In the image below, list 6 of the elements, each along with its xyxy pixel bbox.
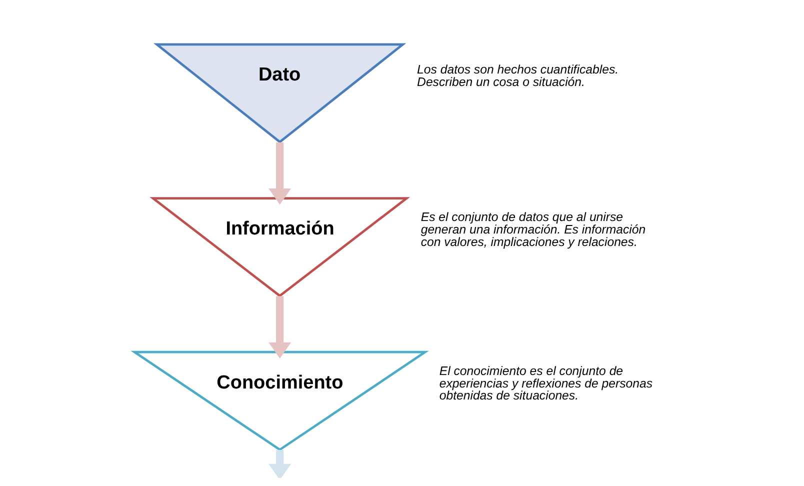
arrow — [268, 296, 292, 358]
node-label: Es el conjunto de datos que al unirse generan una información. Es información con valores, implicaciones y relaciones. — [420, 210, 646, 249]
node-label: El conocimiento es el conjunto de experiencias y reflexiones de personas obtenidas de situaciones. — [439, 364, 652, 403]
node-label: Los datos son hechos cuantificables. Describen un cosa o situación. — [417, 62, 619, 89]
arrow — [268, 142, 292, 205]
arrow — [268, 450, 292, 478]
